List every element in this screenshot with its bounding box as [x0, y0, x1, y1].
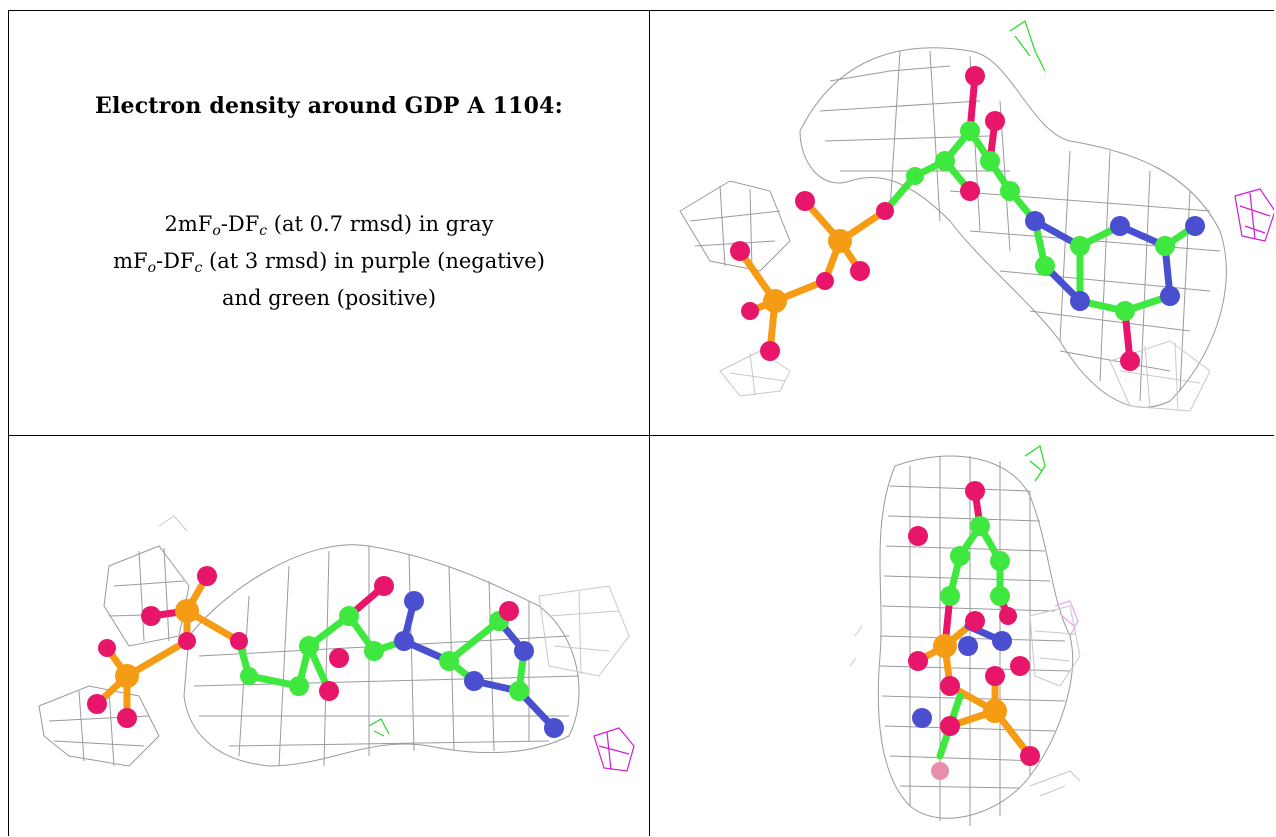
molecule-render-3 [849, 445, 1081, 826]
caption-cell: Electron density around GDP A 1104: 2mFo… [9, 11, 649, 435]
gdp-atoms [87, 566, 564, 738]
legend-line-fofc: mFo-DFc (at 3 rmsd) in purple (negative) [113, 249, 545, 276]
density-view-top-right [650, 11, 1274, 435]
gdp-atoms [908, 481, 1040, 780]
density-legend: 2mFo-DFc (at 0.7 rmsd) in gray mFo-DFc (… [9, 209, 649, 313]
legend-line-positive: and green (positive) [221, 286, 437, 310]
density-view-bottom-left [9, 436, 649, 836]
figure-table: Electron density around GDP A 1104: 2mFo… [8, 10, 1274, 836]
diff-density-negative [1234, 188, 1274, 242]
table-border-left [8, 10, 9, 836]
gdp-atoms [730, 66, 1205, 371]
figure-title: Electron density around GDP A 1104: [94, 93, 564, 119]
diff-density-positive [1009, 20, 1046, 72]
diff-density-positive [368, 718, 390, 737]
molecule-render-2 [38, 515, 635, 772]
diff-density-negative [1054, 600, 1079, 637]
diff-density-negative [593, 727, 635, 772]
table-divider-vertical [649, 10, 650, 836]
table-divider-horizontal [8, 435, 1274, 436]
legend-line-2fofc: 2mFo-DFc (at 0.7 rmsd) in gray [164, 212, 494, 239]
molecule-render-1 [679, 20, 1274, 412]
density-mesh-gray [38, 515, 630, 767]
diff-density-positive [1024, 445, 1046, 482]
table-border-top [8, 10, 1274, 11]
density-view-bottom-right [650, 436, 1274, 836]
